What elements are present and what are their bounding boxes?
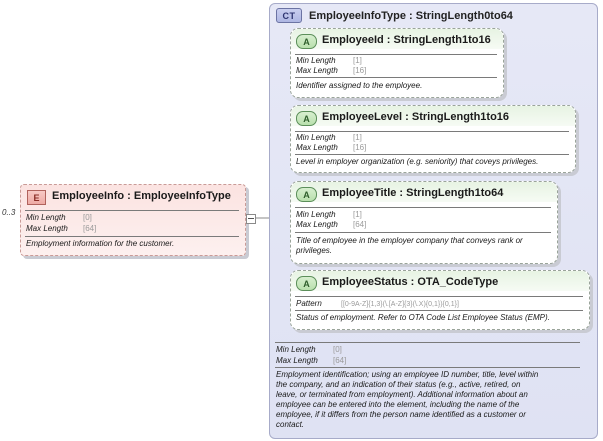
attribute-icon: A bbox=[296, 276, 317, 291]
description-line: the company, and an indication of their … bbox=[276, 380, 521, 389]
attribute-description: Identifier assigned to the employee. bbox=[296, 81, 501, 91]
attribute-separator bbox=[295, 310, 583, 311]
property-value: [16] bbox=[353, 66, 367, 75]
attribute-header bbox=[291, 182, 557, 202]
description-line: Title of employee in the employer compan… bbox=[296, 236, 523, 245]
property-value: [16] bbox=[353, 143, 367, 152]
attribute-title: EmployeeLevel : StringLength1to16 bbox=[322, 111, 510, 123]
complex-type-min-length: Min Length [0] bbox=[276, 345, 342, 354]
attribute-property: Pattern [[0-9A-Z]{1,3}(\.[A-Z]{3}(\.X){0,… bbox=[296, 299, 459, 308]
occurrence-label: 0..3 bbox=[2, 208, 16, 217]
attribute-title: EmployeeStatus : OTA_CodeType bbox=[322, 276, 499, 288]
attribute-employee-status[interactable]: A EmployeeStatus : OTA_CodeType Pattern [… bbox=[290, 270, 590, 330]
attribute-description: Level in employer organization (e.g. sen… bbox=[296, 157, 574, 167]
attribute-property: Min Length [1] bbox=[296, 133, 362, 142]
element-title: EmployeeInfo : EmployeeInfoType bbox=[52, 190, 231, 202]
description-line: leave, or terminated from employment). A… bbox=[276, 390, 528, 399]
description-line: Employment identification; using an empl… bbox=[276, 370, 539, 379]
attribute-property: Max Length [64] bbox=[296, 220, 366, 229]
description-line: Level in employer organization (e.g. sen… bbox=[296, 157, 539, 166]
attribute-separator bbox=[295, 77, 497, 78]
property-value: [0] bbox=[83, 213, 92, 222]
property-value: [1] bbox=[353, 56, 362, 65]
property-value: [1] bbox=[353, 210, 362, 219]
description-line: Status of employment. Refer to OTA Code … bbox=[296, 313, 550, 322]
attribute-property: Max Length [16] bbox=[296, 66, 366, 75]
attribute-separator bbox=[295, 131, 569, 132]
complex-type-separator bbox=[275, 342, 580, 343]
complex-type-max-length: Max Length [64] bbox=[276, 356, 346, 365]
complex-type-icon: CT bbox=[276, 8, 302, 23]
element-box[interactable]: E EmployeeInfo : EmployeeInfoType Min Le… bbox=[20, 184, 246, 256]
property-label: Max Length bbox=[26, 224, 68, 233]
attribute-employee-title[interactable]: A EmployeeTitle : StringLength1to64 Min … bbox=[290, 181, 558, 264]
property-label: Min Length bbox=[296, 133, 336, 142]
attribute-separator bbox=[295, 207, 551, 208]
property-label: Min Length bbox=[276, 345, 316, 354]
element-description: Employment information for the customer. bbox=[26, 239, 175, 248]
attribute-separator bbox=[295, 54, 497, 55]
property-value: [1] bbox=[353, 133, 362, 142]
attribute-property: Min Length [1] bbox=[296, 210, 362, 219]
property-value: [64] bbox=[333, 356, 347, 365]
description-line: employee can be entered into the element… bbox=[276, 400, 520, 409]
attribute-separator bbox=[295, 154, 569, 155]
complex-type-title: EmployeeInfoType : StringLength0to64 bbox=[309, 9, 513, 22]
property-label: Max Length bbox=[296, 220, 338, 229]
attribute-icon: A bbox=[296, 34, 317, 49]
property-label: Max Length bbox=[296, 66, 338, 75]
property-value: [64] bbox=[83, 224, 97, 233]
element-max-length: Max Length [64] bbox=[26, 224, 96, 233]
attribute-icon: A bbox=[296, 111, 317, 126]
attribute-header bbox=[291, 271, 589, 291]
property-label: Max Length bbox=[276, 356, 318, 365]
property-label: Min Length bbox=[296, 56, 336, 65]
attribute-employee-id[interactable]: A EmployeeId : StringLength1to16 Min Len… bbox=[290, 28, 504, 98]
attribute-separator bbox=[295, 232, 551, 233]
attribute-icon: A bbox=[296, 187, 317, 202]
attribute-title: EmployeeTitle : StringLength1to64 bbox=[322, 187, 504, 199]
element-separator bbox=[25, 236, 239, 237]
attribute-header bbox=[291, 106, 575, 126]
element-separator bbox=[25, 210, 239, 211]
property-label: Pattern bbox=[296, 299, 322, 308]
attribute-separator bbox=[295, 296, 583, 297]
attribute-description: Status of employment. Refer to OTA Code … bbox=[296, 313, 588, 323]
attribute-header bbox=[291, 29, 503, 49]
description-line: contact. bbox=[276, 420, 305, 429]
element-min-length: Min Length [0] bbox=[26, 213, 92, 222]
description-line: employee, if it differs from the person … bbox=[276, 410, 526, 419]
complex-type-separator bbox=[275, 367, 580, 368]
description-line: privileges. bbox=[296, 246, 333, 255]
attribute-employee-level[interactable]: A EmployeeLevel : StringLength1to16 Min … bbox=[290, 105, 576, 173]
property-label: Max Length bbox=[296, 143, 338, 152]
sequence-connector-icon[interactable] bbox=[246, 214, 256, 224]
attribute-property: Min Length [1] bbox=[296, 56, 362, 65]
element-icon: E bbox=[27, 190, 46, 205]
attribute-property: Max Length [16] bbox=[296, 143, 366, 152]
property-value: [64] bbox=[353, 220, 367, 229]
property-label: Min Length bbox=[296, 210, 336, 219]
attribute-description: Title of employee in the employer compan… bbox=[296, 236, 554, 256]
property-value: [[0-9A-Z]{1,3}(\.[A-Z]{3}(\.X){0,1}){0,1… bbox=[341, 301, 459, 308]
complex-type-header: CT EmployeeInfoType : StringLength0to64 bbox=[276, 8, 513, 23]
property-value: [0] bbox=[333, 345, 342, 354]
description-line: Identifier assigned to the employee. bbox=[296, 81, 423, 90]
property-label: Min Length bbox=[26, 213, 66, 222]
attribute-title: EmployeeId : StringLength1to16 bbox=[322, 34, 491, 46]
complex-type-description: Employment identification; using an empl… bbox=[276, 370, 588, 430]
